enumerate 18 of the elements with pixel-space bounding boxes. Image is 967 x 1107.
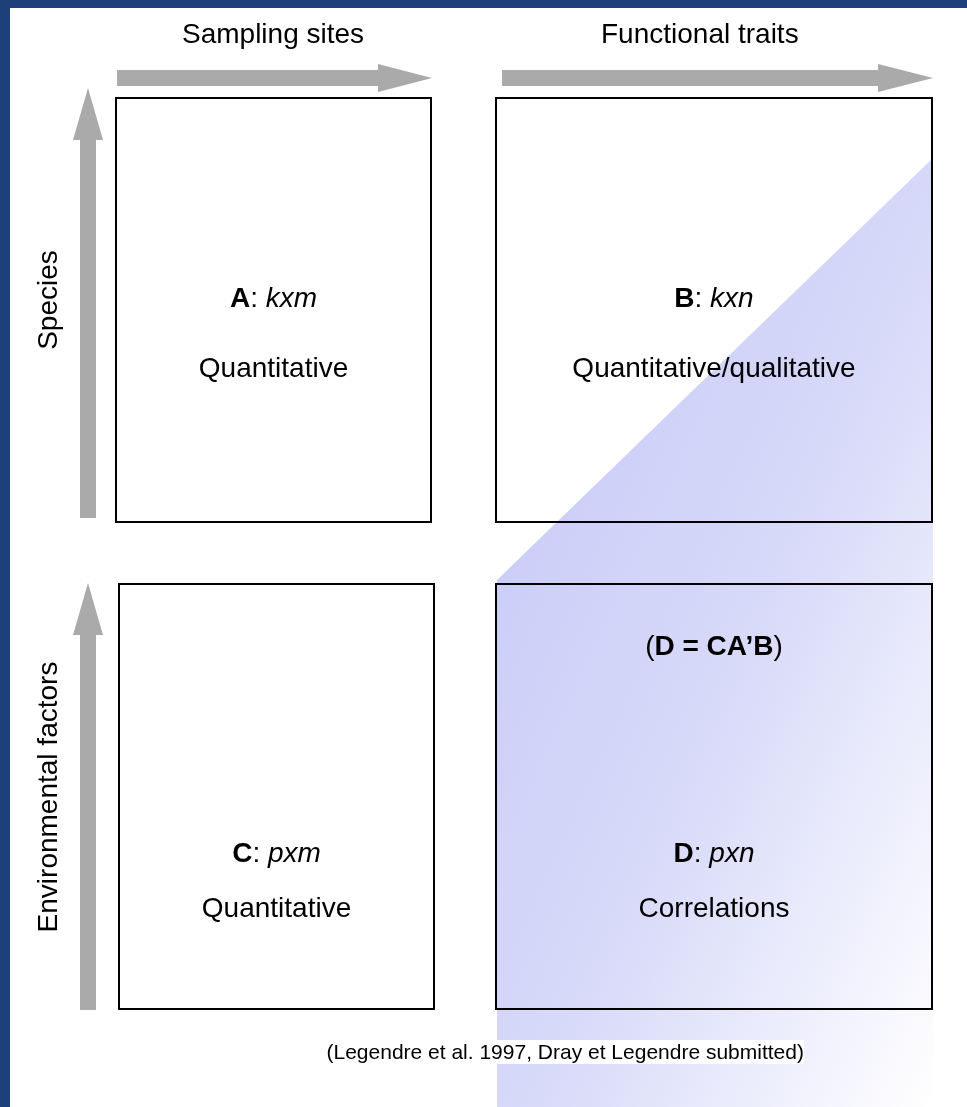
- axis-label: Environmental factors: [31, 661, 64, 933]
- axis-label: Functional traits: [601, 18, 799, 50]
- matrix-box: [495, 97, 933, 523]
- data-type-label: Correlations: [638, 892, 790, 923]
- matrix-label: C: pxm: [232, 837, 321, 868]
- matrix-box: [115, 97, 432, 523]
- matrix-label: A: kxm: [229, 282, 318, 313]
- data-type-label: Quantitative/qualitative: [572, 352, 856, 383]
- data-type-label: Quantitative: [198, 352, 349, 383]
- matrix-box: [495, 583, 933, 1010]
- formula-label: (D = CA’B): [645, 630, 783, 661]
- data-type-label: Quantitative: [201, 892, 352, 923]
- axis-label: Sampling sites: [182, 18, 365, 50]
- axis-label: Species: [31, 250, 64, 350]
- caption: (Legendre et al. 1997, Dray et Legendre submitted): [326, 1040, 804, 1064]
- matrix-label: D: pxn: [673, 837, 755, 868]
- matrix-box: [118, 583, 435, 1010]
- matrix-label: B: kxn: [674, 282, 754, 313]
